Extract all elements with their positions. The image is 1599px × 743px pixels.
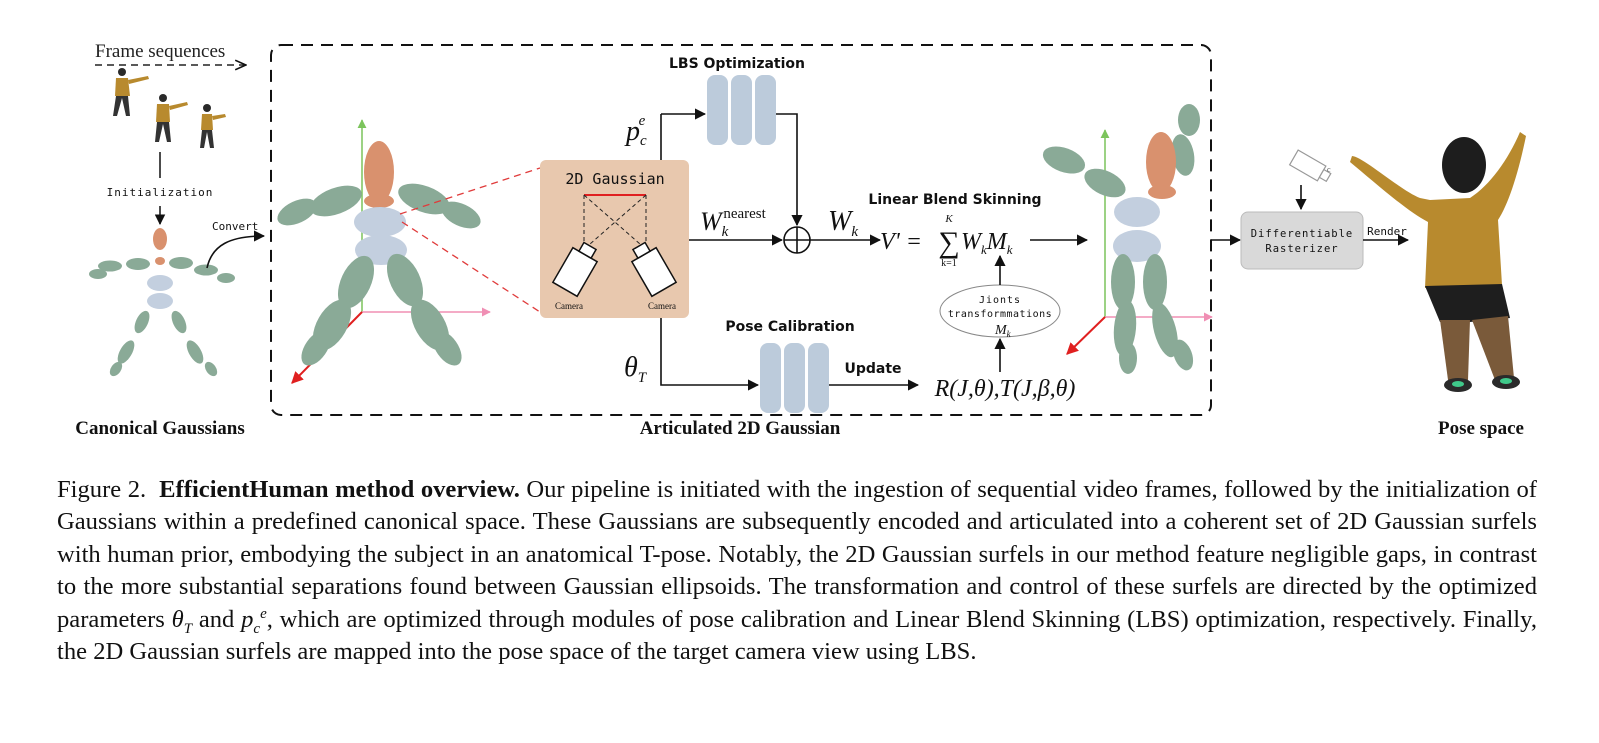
lbs-equation-sum-top: K bbox=[944, 213, 953, 225]
rendered-person bbox=[1350, 132, 1526, 392]
2d-gaussian-box-title: 2D Gaussian bbox=[565, 170, 664, 188]
method-overview-figure: Frame sequences Initialization bbox=[75, 41, 1526, 439]
caption-theta: θ bbox=[171, 605, 184, 633]
pose-calibration-label: Pose Calibration bbox=[725, 319, 854, 335]
camera-right-icon bbox=[630, 241, 678, 298]
caption-p-sup: e bbox=[260, 605, 267, 622]
lbs-equation-rhs: WkMk bbox=[961, 229, 1013, 257]
sym-w-nearest: Wknearest bbox=[700, 206, 767, 240]
lbs-equation-lhs: V' = bbox=[880, 229, 922, 255]
joints-line1: Jionts bbox=[979, 295, 1021, 306]
initialization-label: Initialization bbox=[107, 186, 214, 199]
convert-arrow bbox=[206, 230, 266, 269]
caption-p-sub: c bbox=[253, 620, 261, 637]
lbs-equation-sum-sign: ∑ bbox=[938, 226, 959, 259]
caption-theta-sub: T bbox=[183, 620, 193, 637]
lbs-optimization-mlp bbox=[707, 75, 776, 145]
frame-sequences-label: Frame sequences bbox=[95, 41, 225, 62]
lbs-to-sum-arrow bbox=[776, 113, 803, 227]
camera-left-icon bbox=[551, 241, 599, 298]
render-camera-label: c bbox=[1327, 165, 1331, 174]
render-camera-icon bbox=[1288, 149, 1332, 183]
sum-node-icon bbox=[783, 226, 811, 254]
rt-expression: R(J,θ),T(J,β,θ) bbox=[934, 376, 1076, 402]
joints-mk: Mk bbox=[994, 323, 1012, 339]
differentiable-rasterizer-box bbox=[1240, 211, 1364, 270]
render-label: Render bbox=[1367, 225, 1407, 238]
camera-ray-1 bbox=[583, 194, 641, 245]
tpose-2d-gaussians bbox=[277, 141, 481, 366]
zoom-line-bottom bbox=[401, 221, 541, 313]
posed-2d-gaussians bbox=[1042, 104, 1200, 374]
caption-and: and bbox=[192, 605, 242, 633]
sym-w-k: Wk bbox=[828, 206, 858, 240]
joints-line2: transformmations bbox=[948, 309, 1052, 320]
caption-p: p bbox=[241, 605, 254, 633]
caption-part2: , which are optimized through modules of… bbox=[57, 605, 1537, 666]
lbs-equation-sum-bottom: k=1 bbox=[941, 258, 957, 269]
figure-caption: Figure 2. EfficientHuman method overview… bbox=[57, 474, 1537, 668]
canonical-gaussians bbox=[89, 228, 235, 377]
pose-space-label: Pose space bbox=[1438, 418, 1524, 439]
canonical-gaussians-label: Canonical Gaussians bbox=[75, 418, 244, 439]
input-frame-person-2 bbox=[155, 94, 188, 142]
theta-branch-line bbox=[660, 318, 760, 391]
rasterizer-line2: Rasterizer bbox=[1265, 243, 1338, 255]
caption-title: EfficientHuman method overview. bbox=[159, 476, 520, 503]
rasterizer-line1: Differentiable bbox=[1251, 228, 1354, 240]
input-frame-person-1 bbox=[113, 68, 149, 116]
zoom-line-top bbox=[399, 167, 541, 215]
camera-left-label: Camera bbox=[555, 301, 583, 311]
update-label: Update bbox=[844, 361, 901, 377]
articulated-2d-gaussian-label: Articulated 2D Gaussian bbox=[640, 418, 841, 439]
camera-ray-3 bbox=[589, 194, 647, 245]
pose-calibration-mlp bbox=[760, 343, 829, 413]
caption-prefix: Figure 2. bbox=[57, 476, 147, 503]
articulated-2d-gaussian-box bbox=[270, 44, 1212, 416]
convert-label: Convert bbox=[212, 220, 258, 233]
linear-blend-skinning-label: Linear Blend Skinning bbox=[868, 192, 1041, 208]
input-frame-person-3 bbox=[200, 104, 226, 148]
camera-right-label: Camera bbox=[648, 301, 676, 311]
sym-p-c-e: pce bbox=[624, 113, 647, 149]
sym-theta-t: θT bbox=[624, 352, 648, 386]
caption-part1: Our pipeline is initiated with the inges… bbox=[57, 476, 1537, 633]
lbs-optimization-label: LBS Optimization bbox=[669, 56, 805, 72]
